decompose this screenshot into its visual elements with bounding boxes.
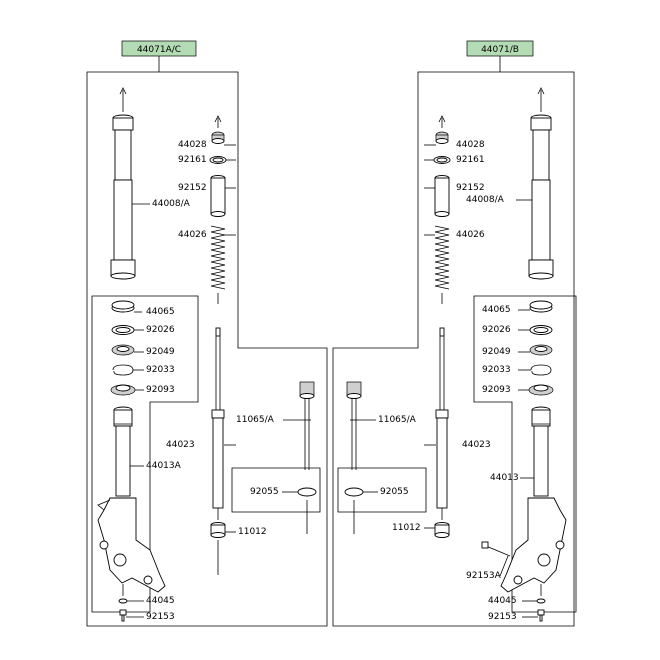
axle-holder-left[interactable]: [97, 497, 166, 593]
ring-92026-left[interactable]: [111, 325, 135, 335]
ring-92026-right[interactable]: [529, 325, 553, 335]
damper-rod-44023-right[interactable]: [435, 327, 449, 520]
dust-seal-92093-right[interactable]: [528, 384, 554, 396]
dust-seal-92093-left[interactable]: [110, 384, 136, 396]
spring-44026-left[interactable]: [210, 225, 226, 304]
bolt-92153-left[interactable]: [119, 609, 127, 622]
inner-tube-44013A-left[interactable]: [113, 406, 133, 497]
washer-92161-right[interactable]: [433, 156, 451, 164]
center-right-inner-frame: [337, 467, 427, 513]
group-label-right: 44071/B: [481, 45, 519, 55]
spring-44026-right[interactable]: [434, 225, 450, 304]
seal-44065-right[interactable]: [529, 300, 553, 313]
bolt-92153-right[interactable]: [537, 609, 545, 622]
clip-92033-left[interactable]: [112, 364, 134, 376]
drain-screw-44045-right[interactable]: [536, 584, 546, 604]
bushing-11012-left[interactable]: [210, 522, 226, 576]
bolt-92153A-right[interactable]: [481, 541, 511, 557]
washer-92161-left[interactable]: [209, 156, 227, 164]
drain-screw-44045-left[interactable]: [118, 584, 128, 604]
left-frame: [86, 71, 328, 627]
cap-44028-right[interactable]: [435, 115, 449, 144]
axle-holder-right[interactable]: [500, 497, 567, 593]
cartridge-11065A-left[interactable]: [299, 381, 315, 470]
cap-44028-left[interactable]: [211, 115, 225, 144]
leader-lines: [126, 144, 538, 618]
seal-92049-right[interactable]: [529, 344, 553, 356]
group-label-left: 44071A/C: [137, 45, 181, 55]
o-ring-92055-left[interactable]: [297, 487, 317, 534]
center-left-inner-frame: [231, 467, 321, 513]
right-frame: [332, 71, 575, 627]
group-tag-left[interactable]: 44071A/C: [121, 40, 197, 57]
spacer-92152-left[interactable]: [210, 175, 226, 217]
group-tag-right[interactable]: 44071/B: [466, 40, 534, 57]
left-inner-frame: [91, 295, 199, 613]
bushing-11012-right[interactable]: [434, 522, 450, 538]
right-inner-frame: [473, 295, 577, 613]
cartridge-11065A-right[interactable]: [346, 381, 362, 470]
outer-tube-right[interactable]: [528, 87, 554, 280]
spacer-92152-right[interactable]: [434, 175, 450, 217]
damper-rod-44023-left[interactable]: [211, 327, 225, 520]
inner-tube-44013-right[interactable]: [531, 406, 551, 497]
seal-44065-left[interactable]: [111, 300, 135, 313]
o-ring-92055-right[interactable]: [344, 487, 364, 534]
seal-92049-left[interactable]: [111, 344, 135, 356]
clip-92033-right[interactable]: [530, 364, 552, 376]
outer-tube-left[interactable]: [110, 87, 136, 280]
